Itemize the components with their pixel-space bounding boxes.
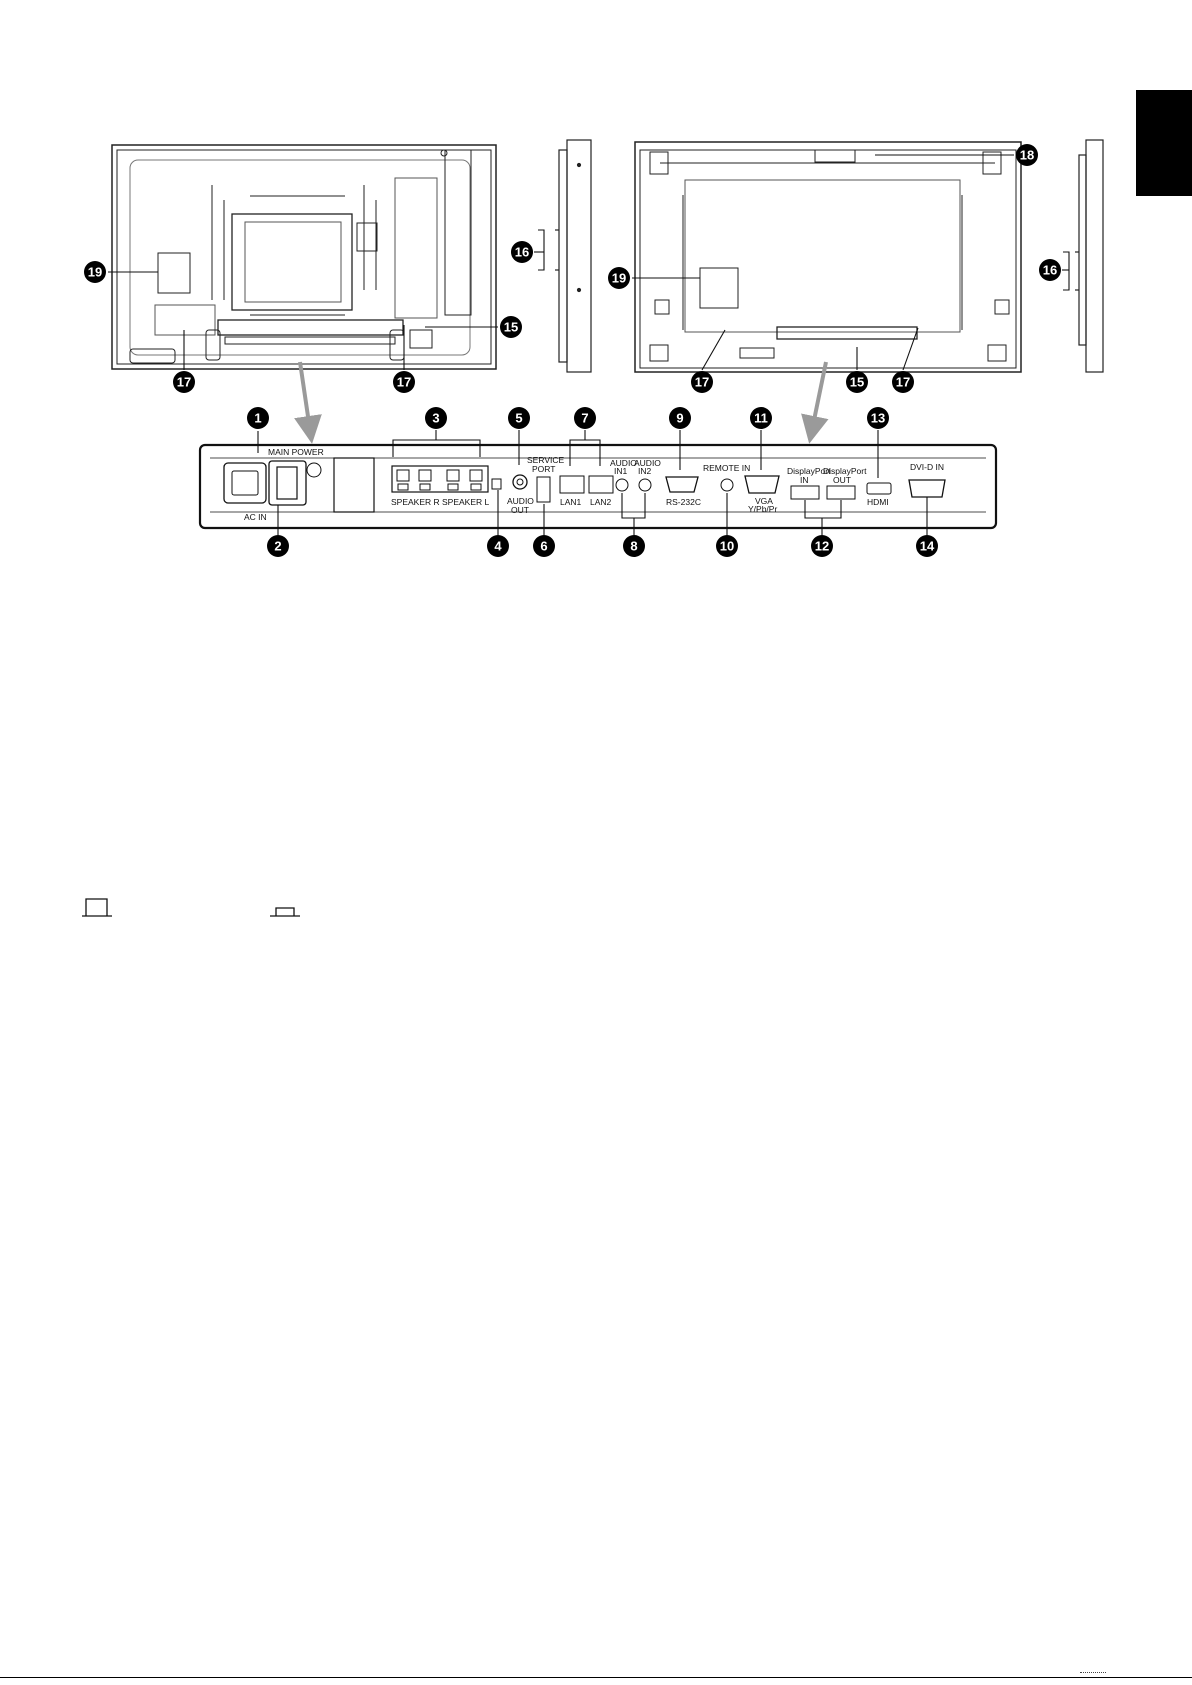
callout-12: 12 bbox=[815, 539, 829, 554]
callout-13: 13 bbox=[871, 411, 885, 426]
callout-7: 7 bbox=[581, 411, 588, 426]
label-audio-in2-2: IN2 bbox=[638, 466, 652, 476]
monitor-side-view-d bbox=[1075, 140, 1103, 372]
callout-9: 9 bbox=[676, 411, 683, 426]
label-remote-in: REMOTE IN bbox=[703, 463, 750, 473]
monitor-side-view-b bbox=[555, 140, 591, 372]
callout-16-a: 16 bbox=[515, 245, 529, 260]
callout-15-b: 15 bbox=[850, 375, 864, 390]
callout-15-a: 15 bbox=[504, 320, 518, 335]
vga-connector bbox=[745, 476, 779, 493]
remote-in-jack bbox=[721, 479, 733, 491]
label-vga-2: Y/Pb/Pr bbox=[748, 504, 777, 514]
label-dp-in-2: IN bbox=[800, 475, 809, 485]
switch-on-symbol bbox=[82, 899, 112, 916]
lan1-port bbox=[560, 476, 584, 493]
connector-panel bbox=[200, 445, 996, 528]
callout-11: 11 bbox=[754, 411, 768, 426]
ac-inlet bbox=[224, 461, 321, 505]
switch-symbols bbox=[82, 899, 300, 916]
callout-3: 3 bbox=[432, 411, 439, 426]
label-ac-in: AC IN bbox=[244, 512, 267, 522]
callout-6: 6 bbox=[540, 539, 547, 554]
label-speaker-l: SPEAKER L bbox=[442, 497, 490, 507]
switch-off-symbol bbox=[270, 908, 300, 916]
callout-4: 4 bbox=[494, 539, 502, 554]
callout-17-d: 17 bbox=[896, 375, 910, 390]
callout-19-a: 19 bbox=[88, 265, 102, 280]
label-dvi-in: DVI-D IN bbox=[910, 462, 944, 472]
callout-19-b: 19 bbox=[612, 271, 626, 286]
label-hdmi: HDMI bbox=[867, 497, 889, 507]
callout-18: 18 bbox=[1020, 148, 1034, 163]
lan2-port bbox=[589, 476, 613, 493]
callout-17-c: 17 bbox=[695, 375, 709, 390]
audio-in2-jack bbox=[639, 479, 651, 491]
speaker-terminals bbox=[392, 466, 488, 492]
hdmi-connector bbox=[867, 483, 891, 494]
displayport-in-connector bbox=[791, 486, 819, 499]
label-dp-out-2: OUT bbox=[833, 475, 851, 485]
dvi-d-in-connector bbox=[909, 480, 945, 497]
speaker-switch bbox=[492, 479, 501, 489]
label-audio-out-2: OUT bbox=[511, 505, 529, 515]
label-service-port-2: PORT bbox=[532, 464, 555, 474]
callout-10: 10 bbox=[720, 539, 734, 554]
audio-in1-jack bbox=[616, 479, 628, 491]
rs232c-connector bbox=[666, 477, 698, 492]
page-footer-mark bbox=[1080, 1672, 1106, 1675]
label-main-power: MAIN POWER bbox=[268, 447, 324, 457]
callout-14: 14 bbox=[920, 539, 935, 554]
label-rs232c: RS-232C bbox=[666, 497, 701, 507]
callout-16-b: 16 bbox=[1043, 263, 1057, 278]
callout-1: 1 bbox=[254, 411, 261, 426]
service-port-connector bbox=[537, 477, 550, 502]
monitor-rear-view-a bbox=[112, 145, 496, 369]
audio-out-jack bbox=[513, 475, 527, 489]
label-speaker-r: SPEAKER R bbox=[391, 497, 440, 507]
displayport-out-connector bbox=[827, 486, 855, 499]
label-lan1: LAN1 bbox=[560, 497, 582, 507]
page-bottom-rule bbox=[0, 1677, 1192, 1678]
callout-2: 2 bbox=[274, 539, 281, 554]
label-audio-in1-2: IN1 bbox=[614, 466, 628, 476]
callout-17-b: 17 bbox=[397, 375, 411, 390]
callout-17-a: 17 bbox=[177, 375, 191, 390]
monitor-rear-view-c bbox=[635, 142, 1021, 372]
callout-8: 8 bbox=[630, 539, 637, 554]
label-lan2: LAN2 bbox=[590, 497, 612, 507]
callout-markers: 1 2 3 4 5 6 7 8 9 10 11 12 13 14 15 15 1… bbox=[84, 144, 1061, 557]
callout-5: 5 bbox=[515, 411, 522, 426]
